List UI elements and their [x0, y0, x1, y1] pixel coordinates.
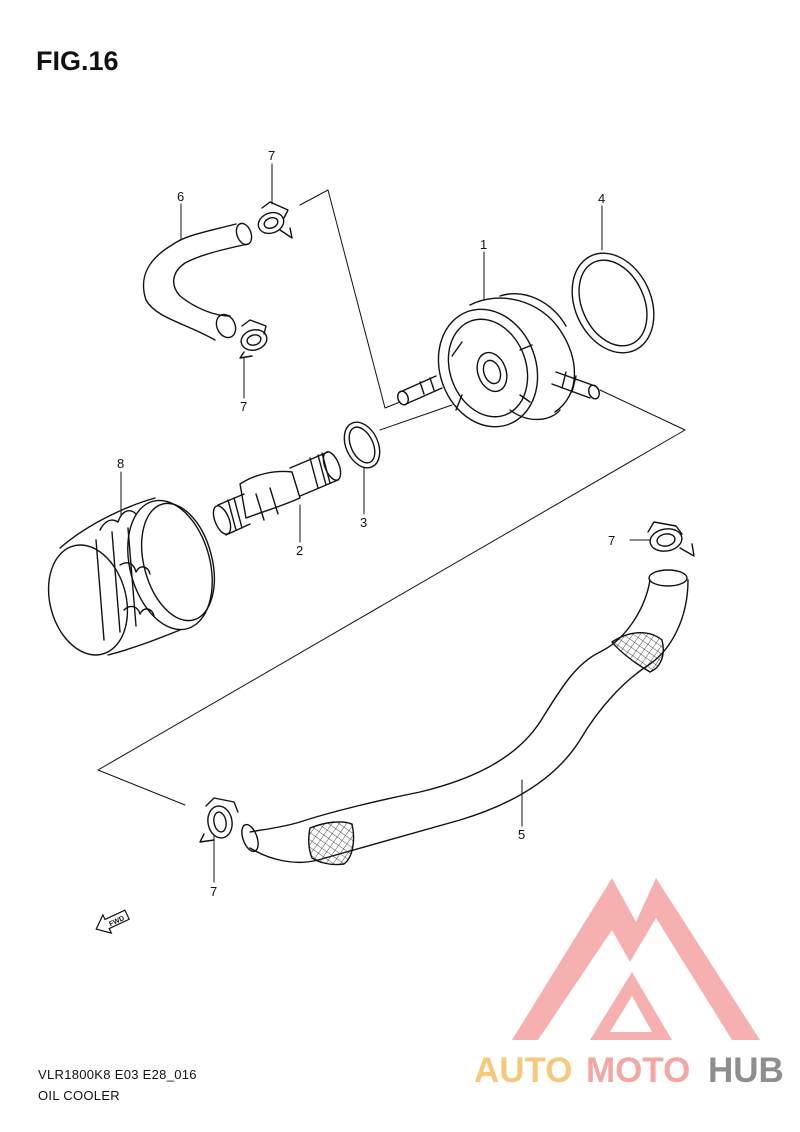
part-7-clamp-lower	[199, 797, 239, 843]
part-7-clamp-right	[647, 521, 695, 557]
callout-7-hose6: 7	[240, 399, 247, 414]
callout-labels: 1 2 3 4 5 6 7 7 7 7 8	[117, 148, 615, 899]
part-7-clamp-hose6-lower	[239, 319, 268, 359]
callout-4: 4	[598, 191, 605, 206]
callout-7-lower: 7	[210, 884, 217, 899]
diagram-footer: VLR1800K8 E03 E28_016 OIL COOLER	[38, 1064, 197, 1106]
callout-3: 3	[360, 515, 367, 530]
figure-title: FIG.16	[36, 46, 119, 76]
callout-6: 6	[177, 189, 184, 204]
callout-1: 1	[480, 237, 487, 252]
callout-leaders	[120, 163, 651, 883]
callout-7-upper: 7	[268, 148, 275, 163]
part-3-small-o-ring	[343, 421, 381, 469]
model-code: VLR1800K8 E03 E28_016	[38, 1067, 197, 1082]
callout-8: 8	[117, 456, 124, 471]
assembly-guide-lines	[97, 189, 686, 806]
callout-5: 5	[518, 827, 525, 842]
part-8-oil-filter	[47, 497, 216, 656]
part-6-upper-hose	[142, 222, 253, 341]
callout-2: 2	[296, 543, 303, 558]
fwd-arrow-icon: FWD	[95, 909, 130, 934]
diagram-caption: OIL COOLER	[38, 1088, 120, 1103]
part-2-union-bolt	[212, 451, 342, 536]
callout-7-right: 7	[608, 533, 615, 548]
part-5-lower-hose	[241, 569, 689, 866]
part-7-clamp-upper	[257, 201, 293, 239]
part-1-oil-cooler	[397, 293, 600, 428]
part-4-o-ring	[571, 252, 655, 354]
